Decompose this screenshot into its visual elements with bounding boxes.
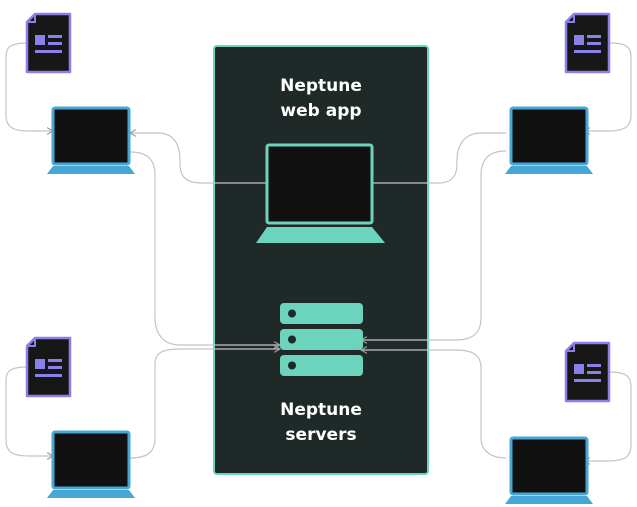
laptop-icon (47, 106, 135, 174)
web-app-title-line2: web app (280, 101, 362, 121)
web-app-title: Neptune web app (214, 74, 428, 124)
servers-title-line1: Neptune (280, 400, 362, 420)
document-to-laptop-connectors (5, 42, 632, 465)
connector-doc-br (582, 371, 632, 465)
connector-bl-servers (129, 345, 282, 459)
server-stack-icon (280, 303, 363, 376)
document-icon (25, 12, 72, 74)
web-app-title-line1: Neptune (280, 76, 362, 96)
system-connectors (128, 129, 507, 459)
laptop-icon (47, 430, 135, 498)
laptop-icon (505, 436, 593, 504)
servers-title-line2: servers (285, 425, 357, 445)
connector-app-tr (372, 132, 506, 184)
connector-doc-bl (5, 366, 55, 460)
connector-br-servers (359, 346, 507, 459)
laptop-icon (505, 106, 593, 174)
connector-doc-tr (582, 42, 632, 135)
connector-tl-servers (129, 151, 282, 349)
connector-tr-servers (359, 150, 507, 344)
servers-title: Neptune servers (214, 398, 428, 448)
document-icon (25, 336, 72, 398)
web-app-laptop-icon (256, 143, 385, 243)
connector-app-tl (128, 129, 268, 184)
connector-doc-tl (5, 42, 55, 135)
document-icon (564, 341, 611, 403)
document-icon (564, 12, 611, 74)
